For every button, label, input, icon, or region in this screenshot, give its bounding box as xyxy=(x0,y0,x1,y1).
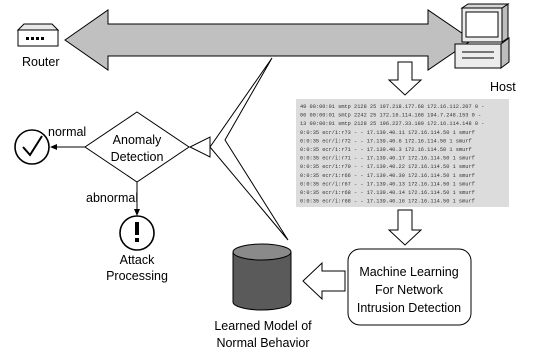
log-line: 0:0:35 ecr/i:r68 - - 17.139.40.16 172.16… xyxy=(300,199,475,205)
router-label: Router xyxy=(22,55,60,69)
attack-processing-label-line-2: Processing xyxy=(106,269,168,283)
log-line: 49 00:00:01 smtp 2128 25 197.218.177.68 … xyxy=(300,104,484,110)
log-line: 0:0:35 ecr/i:r71 - - 17.139.40.17 172.16… xyxy=(300,156,475,162)
checkmark-circle-icon xyxy=(14,129,50,165)
anomaly-detection-diamond xyxy=(84,111,190,183)
traffic-log-panel xyxy=(296,99,509,207)
log-line: 0:0:35 ecr/i:r72 - - 17.139.40.6 172.16.… xyxy=(300,138,472,144)
log-line: 0:0:35 ecr/i:r66 - - 17.139.40.30 172.16… xyxy=(300,173,475,179)
left-arrow-to-model xyxy=(302,261,346,301)
down-arrow-to-log xyxy=(387,61,423,96)
normal-branch-arrowhead xyxy=(50,144,57,150)
log-line: 0:0:35 ecr/i:r67 - - 17.139.40.13 172.16… xyxy=(300,181,475,187)
ml-label-line-2: For Network xyxy=(375,283,444,297)
log-line: 06 00:00:01 smtp 2242 25 172.16.114.168 … xyxy=(300,113,481,119)
anomaly-detection-label-line-2: Detection xyxy=(111,150,164,164)
log-line: 0:0:35 ecr/i:r71 - - 17.139.40.3 172.16.… xyxy=(300,147,472,153)
attack-processing-label-line-1: Attack xyxy=(120,253,155,267)
model-to-detection-arrow xyxy=(188,57,289,241)
host-label: Host xyxy=(490,80,516,94)
log-line: 0:0:35 ecr/i:r70 - - 17.139.40.22 172.16… xyxy=(300,164,475,170)
log-line: 13 00:00:01 smtp 2128 25 196.227.33.189 … xyxy=(300,121,484,127)
log-line: 0:0:35 ecr/i:r68 - - 17.139.40.14 172.16… xyxy=(300,190,475,196)
log-line: 0:0:35 ecr/i:r73 - - 17.139.40.11 172.16… xyxy=(300,130,475,136)
normal-label: normal xyxy=(48,125,86,139)
abnormal-branch-arrowhead xyxy=(134,209,140,216)
anomaly-detection-label-line-1: Anomaly xyxy=(113,133,162,147)
learned-model-label-line-2: Normal Behavior xyxy=(216,336,309,350)
desktop-computer-icon xyxy=(454,3,510,69)
ml-label-line-3: Intrusion Detection xyxy=(357,301,461,315)
database-cylinder-icon xyxy=(232,243,292,311)
traffic-log-lines: 49 00:00:01 smtp 2128 25 197.218.177.68 … xyxy=(300,104,484,205)
ml-label-line-1: Machine Learning xyxy=(359,265,458,279)
learned-model-label-line-1: Learned Model of xyxy=(214,319,312,333)
abnormal-label: abnormal xyxy=(86,191,138,205)
router-host-double-arrow xyxy=(64,9,473,71)
exclamation-circle-icon xyxy=(119,215,155,251)
machine-learning-box xyxy=(347,248,472,326)
down-arrow-to-ml xyxy=(387,209,423,246)
router-icon xyxy=(16,23,60,47)
